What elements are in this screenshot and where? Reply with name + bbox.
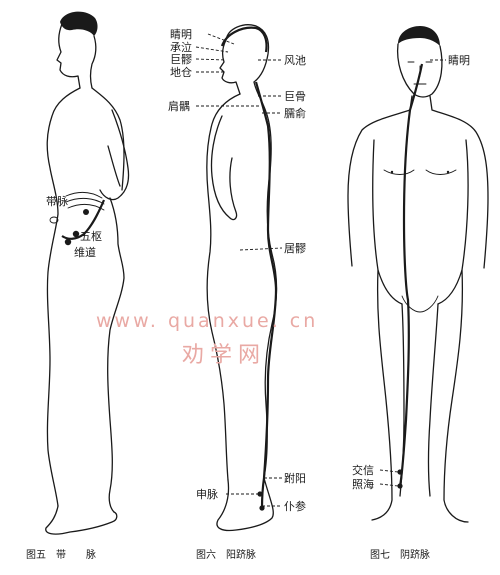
figure-5-navel (49, 216, 59, 224)
figure-6-label-jugu: 巨骨 (284, 90, 306, 103)
figure-6-label-shenmai: 申脉 (196, 487, 218, 501)
figure-6-point-shenmai (257, 491, 263, 497)
figure-6-leader-juliao (195, 58, 227, 61)
figure-5-caption: 图五 带 脉 (26, 548, 96, 561)
figure-6-body-outline (206, 81, 278, 481)
figure-6-yang-heel-vessel: 睛明 承泣 巨髎 地仓 风池 巨骨 肩髃 臑俞 居髎 跗阳 申脉 仆参 图六 阳… (168, 24, 306, 561)
figure-7-head-outline (396, 43, 443, 98)
figure-7-label-jingming: 睛明 (448, 54, 470, 67)
figure-5-point-daimai (83, 209, 89, 215)
figure-6-arm-outline (210, 115, 238, 221)
figure-7-yin-heel-meridian (398, 63, 424, 487)
figure-6-label-juliao-hip: 居髎 (284, 242, 306, 255)
figure-7-chest-detail (383, 169, 457, 175)
figure-6-label-jingming: 睛明 (170, 28, 192, 41)
figure-6-body-meridian (254, 81, 278, 509)
figure-5-girdle-vessel: 带脉 五枢 维道 图五 带 脉 (26, 11, 130, 561)
figure-6-foot-outline (216, 477, 274, 532)
figure-7-groin (401, 295, 439, 313)
figure-6-caption: 图六 阳跻脉 (196, 548, 256, 561)
figure-6-label-fengchi: 风池 (284, 54, 306, 67)
figure-6-label-jianyu: 肩髃 (168, 99, 190, 113)
figure-5-label-wushu: 五枢 (80, 229, 102, 243)
figure-7-point-jiaoxin (397, 469, 403, 475)
figure-5-foot-outline (45, 505, 118, 535)
figure-6-head-meridian (220, 26, 268, 53)
figure-5-point-wushu (72, 230, 80, 238)
figure-5-hip-outline (107, 197, 125, 513)
figure-7-hair (398, 26, 440, 46)
figure-6-head-outline (219, 24, 270, 95)
figure-7-nipple-right (446, 170, 450, 174)
figure-7-leader-zhaohai (379, 483, 399, 487)
figure-5-girdle-meridian (61, 199, 106, 240)
figure-5-head-outline (56, 23, 97, 89)
figure-5-girdle-line-1 (65, 191, 103, 199)
figure-5-label-weidao: 维道 (74, 245, 96, 259)
figure-5-girdle-line-3 (67, 203, 105, 211)
figure-6-label-fuyang: 跗阳 (284, 471, 306, 485)
figure-7-nipple-left (390, 170, 394, 174)
figure-5-hair (60, 11, 98, 37)
figure-6-leader-juliao-hip (239, 247, 283, 251)
figure-7-leg-outline (371, 269, 469, 523)
figure-5-label-daimai: 带脉 (46, 194, 68, 208)
watermark-site-name: 劝学网 (182, 343, 266, 368)
watermark-url: www. quanxue. cn (96, 310, 318, 332)
figure-7-label-jiaoxin: 交信 (352, 463, 374, 477)
figure-5-arm-outline (99, 109, 130, 201)
figure-6-point-pucan (259, 505, 265, 511)
figure-5-girdle-line-2 (65, 197, 105, 205)
figure-6-label-naoshu: 臑俞 (284, 106, 306, 120)
figure-7-body-outline (347, 95, 489, 305)
figure-6-label-chengqi: 承泣 (170, 40, 192, 54)
figure-7-label-zhaohai: 照海 (352, 477, 374, 491)
figure-5-torso-outline (46, 87, 125, 507)
figure-7-point-zhaohai (397, 483, 403, 489)
figure-6-leader-chengqi (195, 46, 229, 53)
figure-7-leader-jiaoxin (379, 469, 399, 473)
figure-6-label-dicang: 地仓 (170, 65, 192, 79)
figure-7-caption: 图七 阴跻脉 (370, 548, 430, 561)
figure-5-point-weidao (64, 238, 72, 246)
figure-6-label-pucan: 仆参 (284, 499, 306, 513)
figure-6-label-juliao: 巨髎 (170, 53, 192, 66)
watermark: www. quanxue. cn 劝学网 (96, 310, 318, 368)
figure-7-face-features (407, 61, 433, 85)
figure-7-yin-heel-vessel: 睛明 交信 照海 图七 阴跻脉 (347, 26, 489, 561)
